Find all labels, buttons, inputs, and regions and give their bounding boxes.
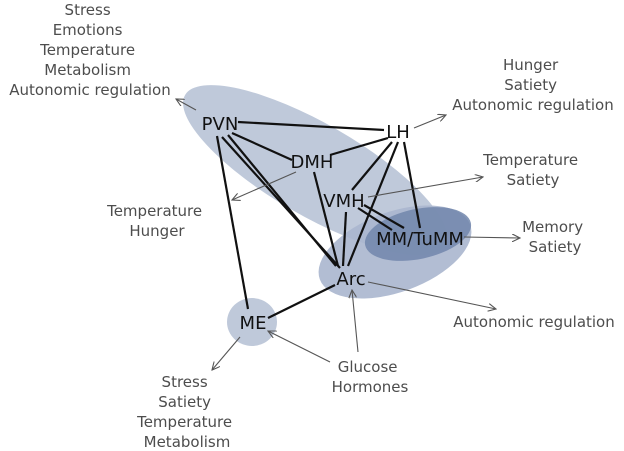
node-mm-tumm: MM/TuMM (376, 229, 464, 250)
node-vmh: VMH (323, 191, 364, 212)
node-lh: LH (386, 122, 410, 143)
edge-vmh-mm-1 (357, 207, 393, 231)
arrow-pvn-out (176, 99, 197, 111)
functions-arc: Autonomic regulation (453, 313, 615, 331)
arrow-arc-out (367, 281, 496, 309)
arrow-lh-out (413, 115, 446, 129)
region-me (227, 298, 277, 346)
node-dmh: DMH (291, 152, 334, 173)
connections (215, 120, 422, 319)
arrow-vmh-out (367, 177, 483, 198)
node-arc: Arc (336, 269, 365, 290)
edge-arc-me (267, 284, 336, 319)
arrow-input-arc (352, 290, 359, 353)
functions-pvn: Stress Emotions Temperature Metabolism A… (9, 1, 171, 99)
functions-mm: Memory Satiety (522, 218, 588, 256)
functions-lh: Hunger Satiety Autonomic regulation (452, 56, 614, 114)
edge-pvn-lh (237, 120, 385, 132)
functions-dmh: Temperature Hunger (106, 202, 207, 240)
arrow-dmh-out (232, 171, 297, 200)
arrows (176, 99, 520, 370)
edge-lh-arc (346, 141, 400, 267)
nuclei: PVN LH DMH VMH MM/TuMM Arc ME (202, 114, 464, 334)
functions-me: Stress Satiety Temperature Metabolism (136, 373, 237, 451)
edge-lh-vmh (351, 141, 393, 191)
node-pvn: PVN (202, 114, 239, 135)
node-me: ME (240, 313, 267, 334)
functions-vmh: Temperature Satiety (482, 151, 583, 189)
arrow-me-out (212, 336, 241, 370)
edge-lh-mm (402, 141, 422, 229)
edge-dmh-arc (312, 171, 340, 267)
inputs-glucose-hormones: Glucose Hormones (332, 358, 409, 396)
edge-dmh-lh (329, 136, 389, 157)
edge-vmh-mm-2 (363, 204, 405, 229)
region-pvn-dmh-vmh (183, 85, 447, 255)
edge-pvn-dmh (231, 131, 293, 162)
edge-pvn-arc-2 (221, 136, 341, 269)
arrow-input-me (268, 331, 331, 363)
edge-vmh-arc (341, 211, 348, 267)
edge-pvn-me (215, 135, 250, 310)
arrow-mm-out (463, 237, 520, 238)
